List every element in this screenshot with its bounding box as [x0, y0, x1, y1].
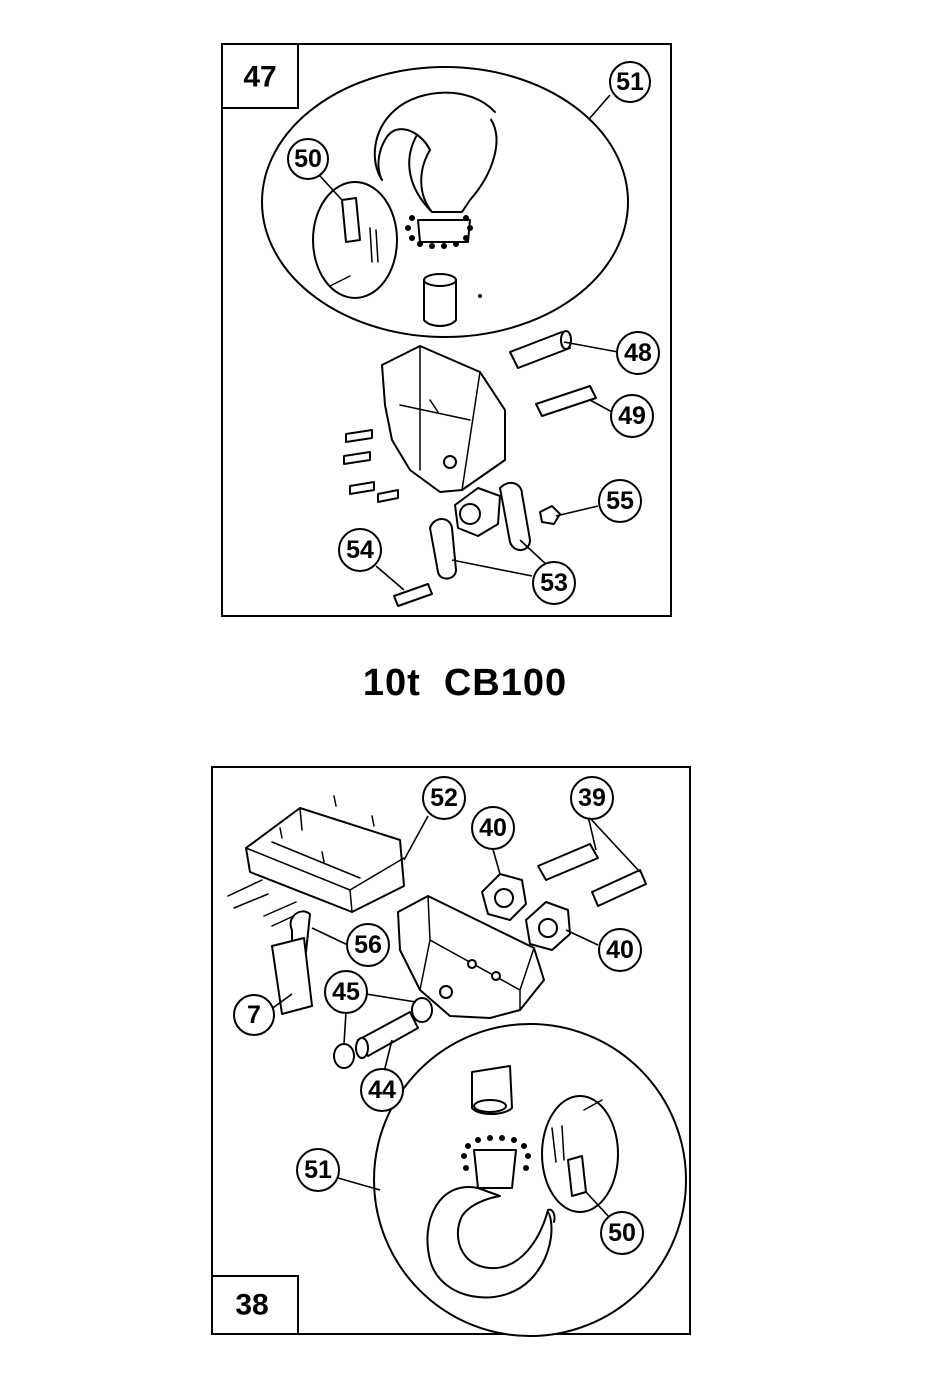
callout-39: 39 [571, 777, 613, 819]
axle-pin-49 [536, 386, 596, 416]
top-panel: 47 [222, 44, 671, 616]
svg-text:51: 51 [304, 1156, 332, 1184]
latch-spring [342, 198, 360, 242]
housing-bolts [344, 430, 398, 502]
callout-52: 52 [423, 777, 465, 819]
axle-pin-39-upper [538, 844, 598, 880]
callout-40-upper: 40 [472, 807, 514, 849]
svg-text:39: 39 [578, 784, 606, 812]
callout-7: 7 [234, 995, 274, 1035]
svg-text:53: 53 [540, 569, 568, 597]
svg-text:52: 52 [430, 784, 458, 812]
svg-text:50: 50 [608, 1219, 636, 1247]
hook-nut-top [424, 274, 456, 286]
housing-hole [444, 456, 456, 468]
hook-shank-bottom [474, 1150, 516, 1188]
callout-51-top: 51 [610, 62, 650, 102]
svg-text:40: 40 [606, 936, 634, 964]
svg-text:49: 49 [618, 402, 646, 430]
callout-50-bottom: 50 [601, 1212, 643, 1254]
callout-49: 49 [611, 395, 653, 437]
svg-text:56: 56 [354, 931, 382, 959]
hook-shank [418, 220, 470, 242]
svg-text:51: 51 [616, 68, 644, 96]
svg-text:45: 45 [332, 978, 360, 1006]
ring-45-left [334, 1044, 354, 1068]
callout-54: 54 [339, 529, 381, 571]
svg-text:44: 44 [368, 1076, 396, 1104]
svg-text:50: 50 [294, 145, 322, 173]
axle-pin-39-lower [592, 870, 646, 906]
top-panel-number: 47 [243, 61, 276, 94]
model-title: 10t CB100 [0, 662, 930, 705]
hook-block-housing [382, 346, 505, 492]
callout-50-top: 50 [288, 139, 328, 179]
callout-55: 55 [599, 480, 641, 522]
side-plate-left [430, 519, 456, 579]
svg-text:7: 7 [247, 1001, 261, 1029]
svg-text:55: 55 [606, 487, 634, 515]
bottom-panel-number: 38 [235, 1289, 268, 1322]
side-plate-right [500, 483, 530, 550]
callout-40-lower: 40 [599, 929, 641, 971]
svg-text:54: 54 [346, 536, 374, 564]
callout-45: 45 [325, 971, 367, 1013]
svg-text:40: 40 [479, 814, 507, 842]
hook-assembly-outline-bottom [374, 1024, 686, 1336]
svg-text:48: 48 [624, 339, 652, 367]
cross-head [246, 808, 404, 912]
latch-spring-bottom [568, 1156, 586, 1196]
bottom-panel: 38 [212, 767, 690, 1336]
callout-44: 44 [361, 1069, 403, 1111]
tag-7 [272, 938, 312, 1014]
callout-51-bottom: 51 [297, 1149, 339, 1191]
callout-48: 48 [617, 332, 659, 374]
callout-53: 53 [533, 562, 575, 604]
callout-56: 56 [347, 924, 389, 966]
